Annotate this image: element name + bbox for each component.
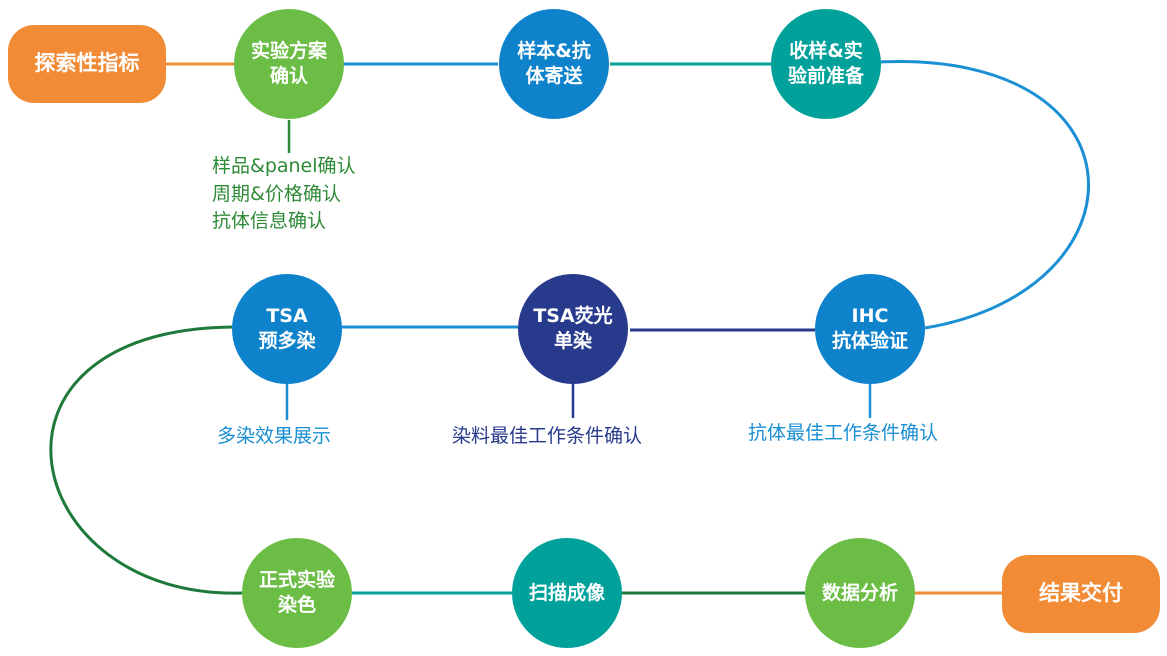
connector-tsa-pre-formal — [49, 325, 243, 595]
node-sample: 样本&抗 体寄送 — [499, 9, 609, 119]
node-explore: 探索性指标 — [8, 25, 166, 103]
node-formal: 正式实验 染色 — [242, 538, 352, 648]
node-plan: 实验方案 确认 — [234, 9, 344, 119]
node-ihc: IHC 抗体验证 — [815, 274, 925, 384]
node-receive: 收样&实 验前准备 — [771, 9, 881, 119]
note-plan: 样品&panel确认 周期&价格确认 抗体信息确认 — [212, 155, 356, 233]
connector-receive-ihc — [879, 60, 1090, 330]
node-tsa-single: TSA荧光 单染 — [518, 274, 628, 384]
node-analysis: 数据分析 — [805, 538, 915, 648]
note-tsa-single: 染料最佳工作条件确认 — [452, 425, 643, 447]
node-delivery: 结果交付 — [1002, 555, 1160, 633]
node-tsa-pre: TSA 预多染 — [232, 274, 342, 384]
note-tsa-pre: 多染效果展示 — [217, 425, 332, 447]
note-ihc: 抗体最佳工作条件确认 — [748, 422, 939, 444]
node-scan: 扫描成像 — [512, 538, 622, 648]
